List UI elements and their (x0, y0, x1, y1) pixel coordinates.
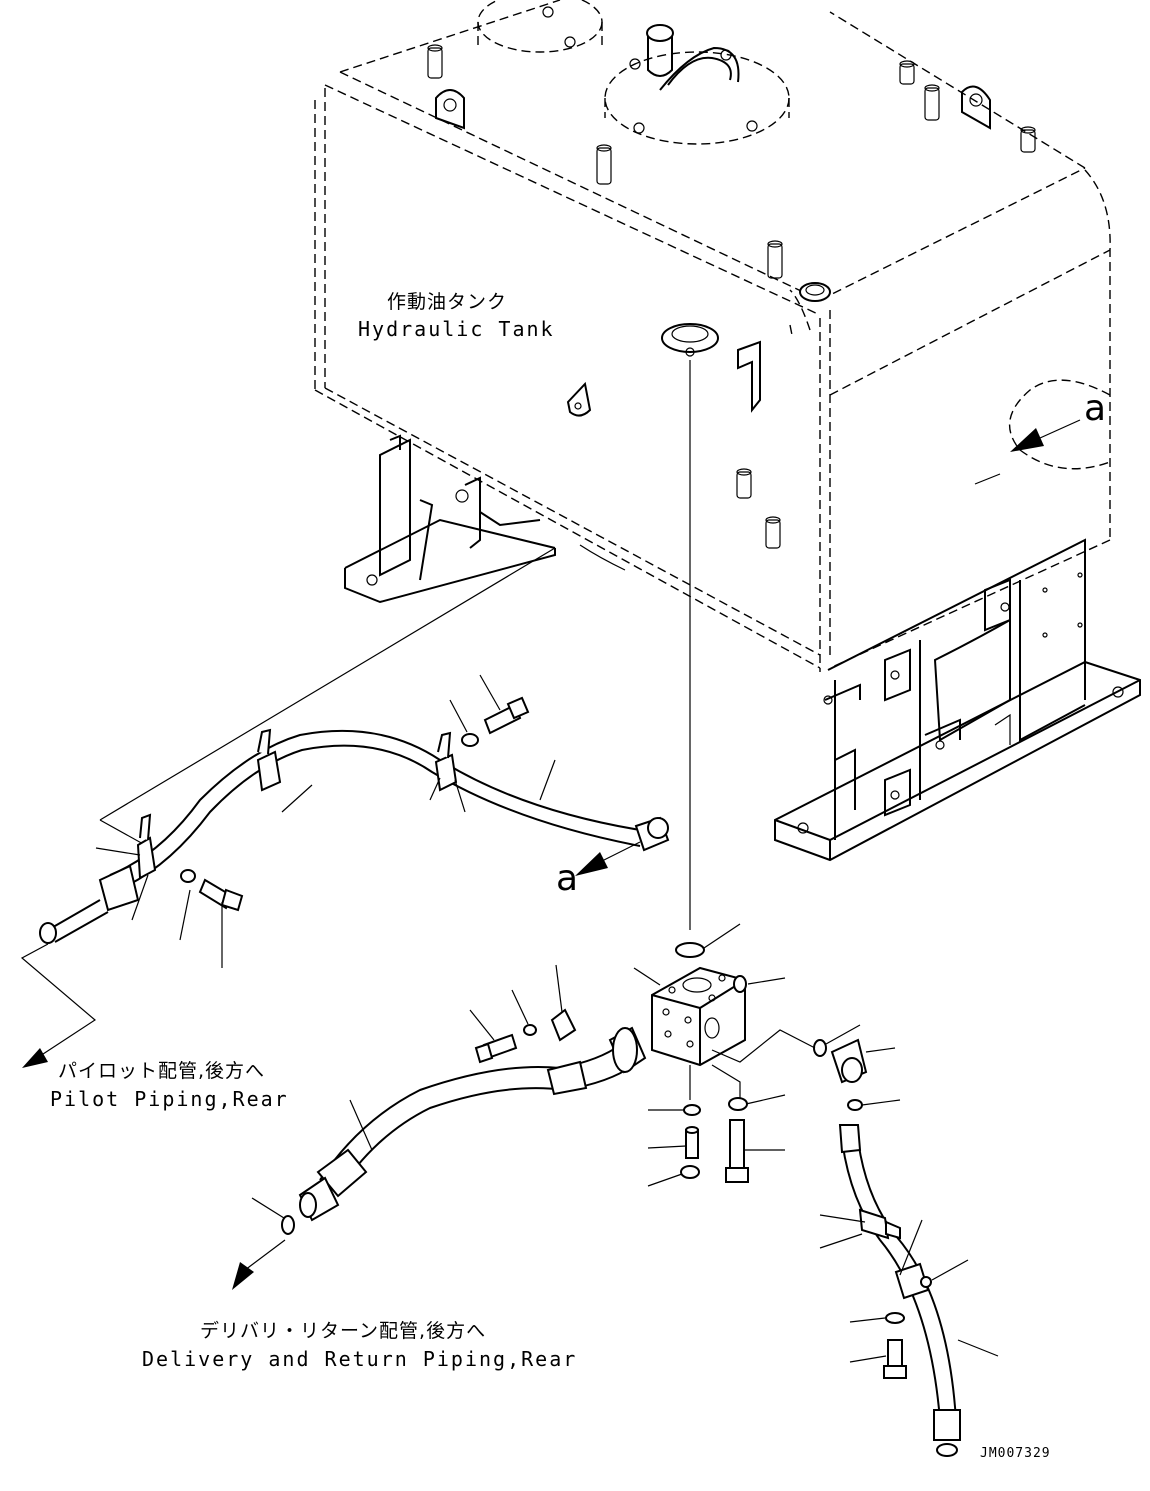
hydraulic-tank-label-jp: 作動油タンク (387, 291, 508, 313)
view-arrow-a-upper (974, 419, 1081, 485)
hydraulic-tank (314, 0, 1141, 930)
delivery-return-hose (232, 964, 647, 1290)
pilot-piping-label-jp: パイロット配管,後方へ (58, 1060, 266, 1082)
pilot-leader-arrow (20, 943, 97, 1068)
manifold-block (633, 923, 901, 1187)
delivery-return-label-en: Delivery and Return Piping,Rear (142, 1347, 578, 1371)
hydraulic-tank-label-en: Hydraulic Tank (358, 317, 555, 341)
pilot-piping-hose (39, 547, 670, 968)
pilot-piping-label-en: Pilot Piping,Rear (50, 1087, 289, 1111)
view-arrow-a-lower (575, 841, 641, 876)
view-a-label-upper: a (1084, 388, 1107, 429)
right-lower-hose (819, 1124, 999, 1457)
delivery-return-label-jp: デリバリ・リターン配管,後方へ (200, 1320, 487, 1342)
view-a-label-lower: a (556, 858, 579, 899)
drawing-number: JM007329 (980, 1446, 1051, 1461)
